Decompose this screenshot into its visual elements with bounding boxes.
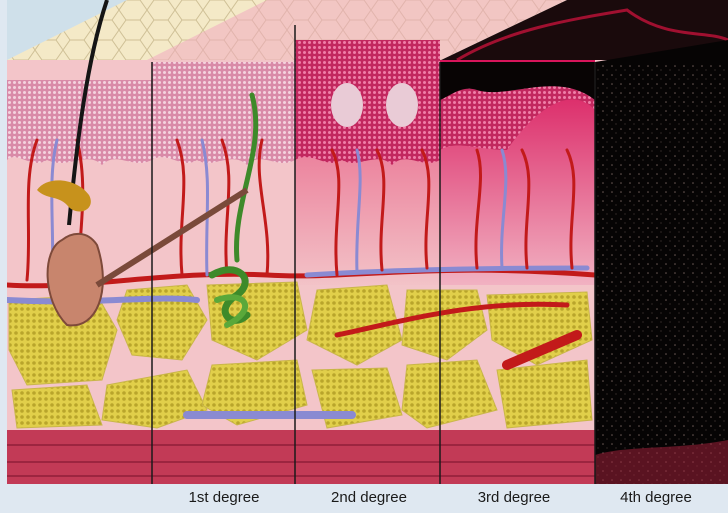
label-1st-degree: 1st degree [189, 489, 260, 506]
degree-label-strip: 1st degree 2nd degree 3rd degree 4th deg… [0, 484, 728, 513]
skin-cross-section-illustration [7, 0, 728, 484]
label-2nd-degree: 2nd degree [331, 489, 407, 506]
label-4th-degree: 4th degree [620, 489, 692, 506]
label-3rd-degree: 3rd degree [478, 489, 551, 506]
